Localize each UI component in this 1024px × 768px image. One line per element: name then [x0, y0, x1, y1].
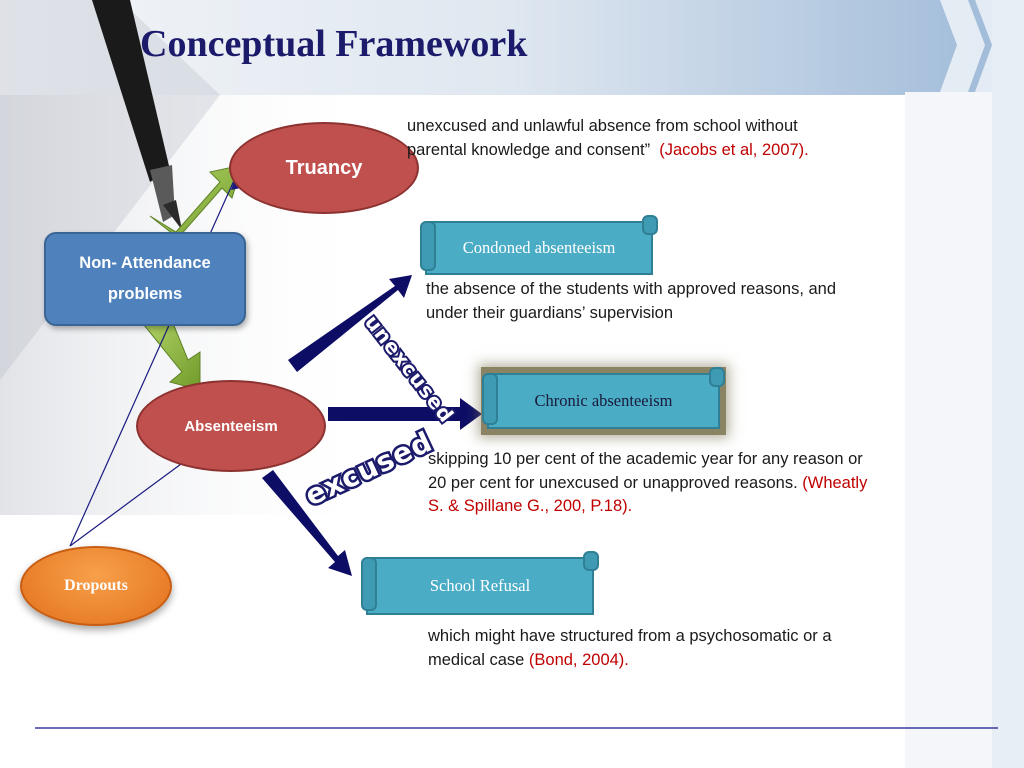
- condoned-def-line2: under their guardians’ supervision: [426, 303, 674, 322]
- chronic-def-line2: 20 per cent for unexcused or unapproved …: [428, 473, 798, 492]
- school-refusal-citation: (Bond, 2004).: [528, 650, 629, 669]
- absenteeism-node: Absenteeism: [136, 380, 326, 472]
- chronic-absenteeism-scroll: Chronic absenteeism: [482, 367, 725, 429]
- arrow-to-condoned: [288, 275, 412, 372]
- truancy-def-line2: parental knowledge and consent”: [407, 140, 651, 159]
- excused-label: excused: [300, 425, 437, 513]
- non-attendance-node: Non- Attendance problems: [44, 232, 246, 326]
- condoned-absenteeism-scroll: Condoned absenteeism: [420, 215, 658, 275]
- school-refusal-definition: which might have structured from a psych…: [428, 625, 832, 672]
- chronic-absenteeism-label: Chronic absenteeism: [534, 391, 673, 410]
- chronic-citation-part2: S. & Spillane G., 200, P.18).: [428, 497, 633, 515]
- chronic-citation-part1: (Wheatly: [802, 473, 868, 492]
- arrow-to-chronic: [328, 398, 482, 430]
- chronic-definition: skipping 10 per cent of the academic yea…: [428, 448, 867, 519]
- unexcused-label: unexcused: [360, 310, 459, 427]
- condoned-def-line1: the absence of the students with approve…: [426, 280, 837, 298]
- condoned-definition: the absence of the students with approve…: [426, 278, 836, 325]
- truancy-definition: unexcused and unlawful absence from scho…: [407, 115, 809, 162]
- truancy-node: Truancy: [229, 122, 419, 214]
- non-attendance-line2: problems: [107, 285, 183, 303]
- chronic-def-line1: skipping 10 per cent of the academic yea…: [428, 450, 863, 468]
- truancy-def-line1: unexcused and unlawful absence from scho…: [407, 117, 798, 135]
- school-refusal-def-line1: which might have structured from a psych…: [428, 627, 832, 645]
- dropouts-node: Dropouts: [20, 546, 172, 626]
- pen-illustration: [92, 0, 170, 182]
- truancy-citation: (Jacobs et al, 2007).: [659, 140, 809, 159]
- dropouts-to-absenteeism-line: [69, 449, 201, 547]
- slide-title: Conceptual Framework: [140, 23, 528, 65]
- arrow-to-school-refusal: [262, 470, 352, 576]
- school-refusal-label: School Refusal: [429, 576, 531, 595]
- condoned-absenteeism-label: Condoned absenteeism: [462, 238, 616, 257]
- school-refusal-def-line2: medical case: [428, 650, 525, 669]
- non-attendance-line1: Non- Attendance: [79, 254, 211, 272]
- school-refusal-scroll: School Refusal: [361, 551, 599, 615]
